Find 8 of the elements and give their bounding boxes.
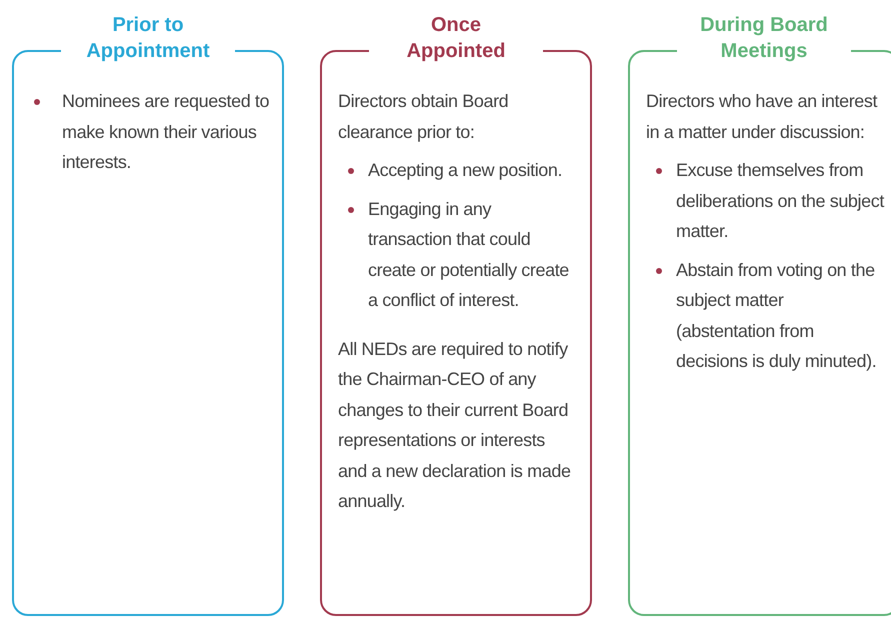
bullet-point: Nominees are requested to make known their various interests. <box>30 86 270 178</box>
body-text: All NEDs are required to notify the Chairman-CEO of any changes to their current Board representations or interests and a new declaration is made annually. <box>338 338 572 513</box>
bullet-point: Excuse themselves from deliberations on the subject matter. <box>646 155 886 246</box>
body-text: Directors who have an interest in a matter under discussion: <box>646 90 878 144</box>
bullet-point: Accepting a new position. <box>338 155 578 186</box>
body-text: Directors obtain Board clearance prior to: <box>338 90 510 144</box>
bullet-point: Abstain from voting on the subject matter (abstentation from decisions is duly minuted). <box>646 254 886 376</box>
bullet-point: Engaging in any transaction that could create or potentially create a conflict of interest. <box>338 194 578 316</box>
